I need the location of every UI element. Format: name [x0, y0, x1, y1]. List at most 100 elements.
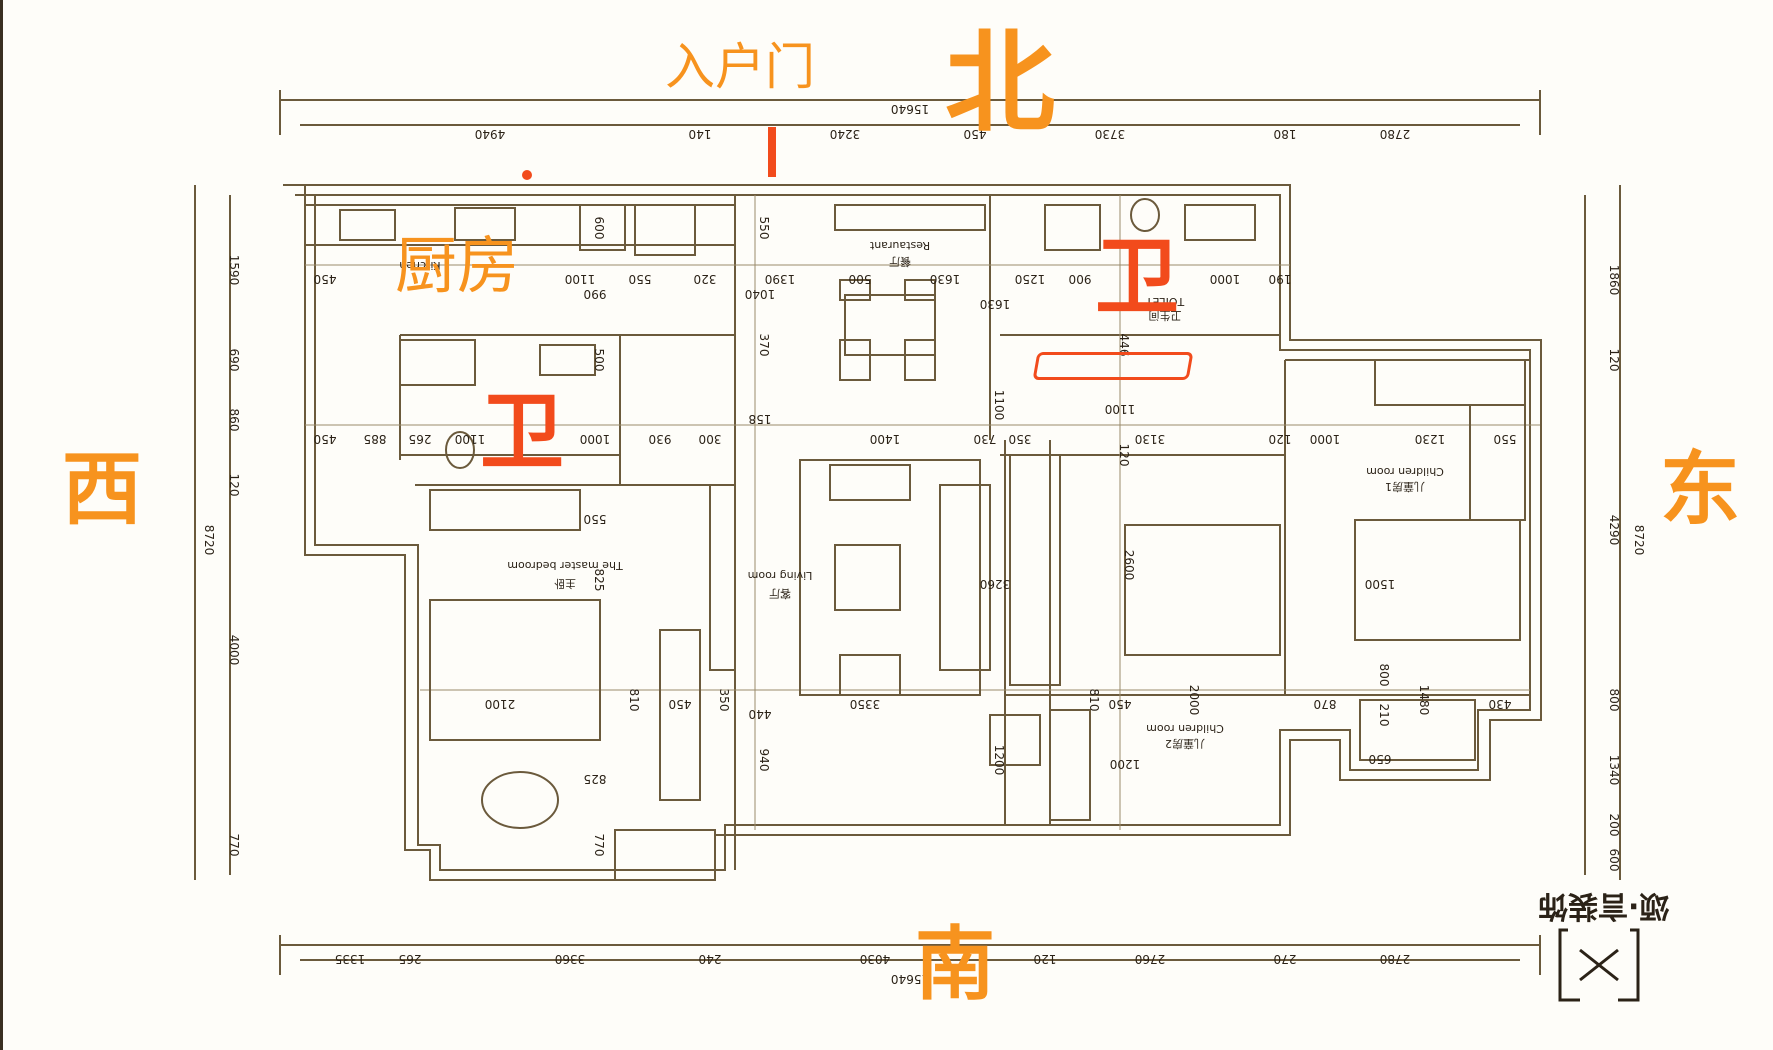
- dim-top: 2780: [1380, 127, 1411, 141]
- room-label-child1-en: Children room: [1366, 465, 1444, 478]
- dining-chair: [839, 279, 871, 301]
- room-label-child2-en: Children room: [1146, 722, 1224, 735]
- dim-inner: 3260: [980, 577, 1011, 591]
- entrance-marker: [768, 127, 776, 177]
- kitchen-stove: [454, 207, 516, 241]
- living-rug: [799, 459, 981, 696]
- room-label-toilet-en: TOILET: [1146, 295, 1186, 308]
- dim-left: 690: [227, 349, 241, 372]
- dim-row2: 300: [699, 432, 722, 446]
- dim-inner: 120: [1117, 444, 1131, 467]
- north-label: 北: [945, 19, 1055, 147]
- stamp-text: 颂·言装饰: [1538, 888, 1670, 923]
- dim-top-total: 15640: [891, 102, 929, 116]
- dim-top: 140: [689, 127, 712, 141]
- dim-left: 770: [227, 834, 241, 857]
- dim-row2: 1230: [1415, 432, 1446, 446]
- dim-row2: 730: [974, 432, 997, 446]
- dim-row1: 320: [694, 272, 717, 286]
- dining-chair: [904, 279, 936, 301]
- dim-bottom-total: 15640: [891, 972, 929, 986]
- east-label: 东: [1660, 443, 1740, 536]
- dim-inner: 550: [757, 217, 771, 240]
- south-label: 南: [915, 918, 995, 1011]
- dim-row1: 1250: [1015, 272, 1046, 286]
- tv-wall: [709, 484, 736, 671]
- dim-inner: 450: [1109, 697, 1132, 711]
- dim-row2: 350: [1009, 432, 1032, 446]
- dim-inner: 440: [749, 707, 772, 721]
- dim-right: 600: [1607, 849, 1621, 872]
- entrance-label: 入户门: [665, 38, 815, 96]
- dim-bottom: 2780: [1380, 952, 1411, 966]
- room-label-restaurant-en: Restaurant: [869, 239, 930, 252]
- toilet: [445, 431, 475, 469]
- dim-top: 450: [964, 127, 987, 141]
- fridge: [579, 204, 626, 251]
- room-label-master-cn: 主卧: [554, 577, 576, 590]
- room-label-living-en: Living room: [748, 569, 813, 582]
- dim-inner: 940: [757, 749, 771, 772]
- wardrobe-child: [1009, 454, 1061, 686]
- dim-row2: 3130: [1135, 432, 1166, 446]
- bathroom-west-label: 卫: [480, 383, 565, 481]
- dim-inner: 1630: [980, 297, 1011, 311]
- dim-row1: 550: [629, 272, 652, 286]
- dim-inner: 450: [669, 697, 692, 711]
- kitchen-counter: [304, 204, 736, 246]
- red-dot: [522, 170, 532, 180]
- dim-bottom: 2760: [1135, 952, 1166, 966]
- child-desk: [1049, 709, 1091, 821]
- child-bed-2: [1124, 524, 1281, 656]
- dim-bottom: 1335: [335, 952, 366, 966]
- dim-row2: 1100: [455, 432, 486, 446]
- dim-row1: 900: [1069, 272, 1092, 286]
- outer-wall-inner: [295, 194, 1531, 871]
- dim-inner: 446: [1117, 334, 1131, 357]
- bathroom-east-label: 卫: [1095, 228, 1180, 326]
- toilet-east: [1130, 198, 1160, 232]
- dim-inner: 800: [1377, 664, 1391, 687]
- dim-bottom: 4030: [860, 952, 891, 966]
- armchair: [839, 654, 901, 696]
- dim-left: 4000: [227, 635, 241, 666]
- dining-chair: [839, 339, 871, 381]
- page-edge-line: [0, 0, 3, 1050]
- kitchen-sink: [339, 209, 396, 241]
- dim-right: 800: [1607, 689, 1621, 712]
- dim-inner: 825: [592, 569, 606, 592]
- dim-top: 3240: [830, 127, 861, 141]
- dim-bottom: 3360: [555, 952, 586, 966]
- desk: [659, 629, 701, 801]
- dim-row1: 500: [849, 272, 872, 286]
- outer-wall: [283, 184, 1542, 881]
- dining-table: [844, 294, 936, 356]
- west-label: 西: [62, 443, 142, 536]
- dim-inner: 870: [1314, 697, 1337, 711]
- dim-right-total: 8720: [1632, 525, 1646, 556]
- dim-row2: 265: [409, 432, 432, 446]
- dim-inner: 2600: [1122, 550, 1136, 581]
- dim-row2: 120: [1269, 432, 1292, 446]
- dim-top: 180: [1274, 127, 1297, 141]
- logo-stamp: [1558, 928, 1640, 1002]
- dim-top: 3730: [1095, 127, 1126, 141]
- dim-left-total: 8720: [202, 525, 216, 556]
- dim-inner: 500: [592, 349, 606, 372]
- dim-inner: 650: [1369, 752, 1392, 766]
- room-label-child1-cn: 儿童房1: [1385, 480, 1425, 494]
- dim-row1: 1630: [930, 272, 961, 286]
- kitchen-label: 厨房: [395, 229, 520, 302]
- room-label-restaurant-cn: 餐厅: [889, 255, 911, 269]
- dim-right: 1860: [1607, 265, 1621, 296]
- sideboard: [834, 204, 986, 231]
- dim-right: 200: [1607, 814, 1621, 837]
- dim-row2: 1000: [1310, 432, 1341, 446]
- room-label-kitchen-en: Kitchen: [399, 259, 440, 272]
- dim-inner: 2000: [1187, 685, 1201, 716]
- dim-inner: 1200: [1110, 757, 1141, 771]
- balcony-south: [614, 829, 716, 881]
- dim-row2: 930: [649, 432, 672, 446]
- dim-left: 860: [227, 409, 241, 432]
